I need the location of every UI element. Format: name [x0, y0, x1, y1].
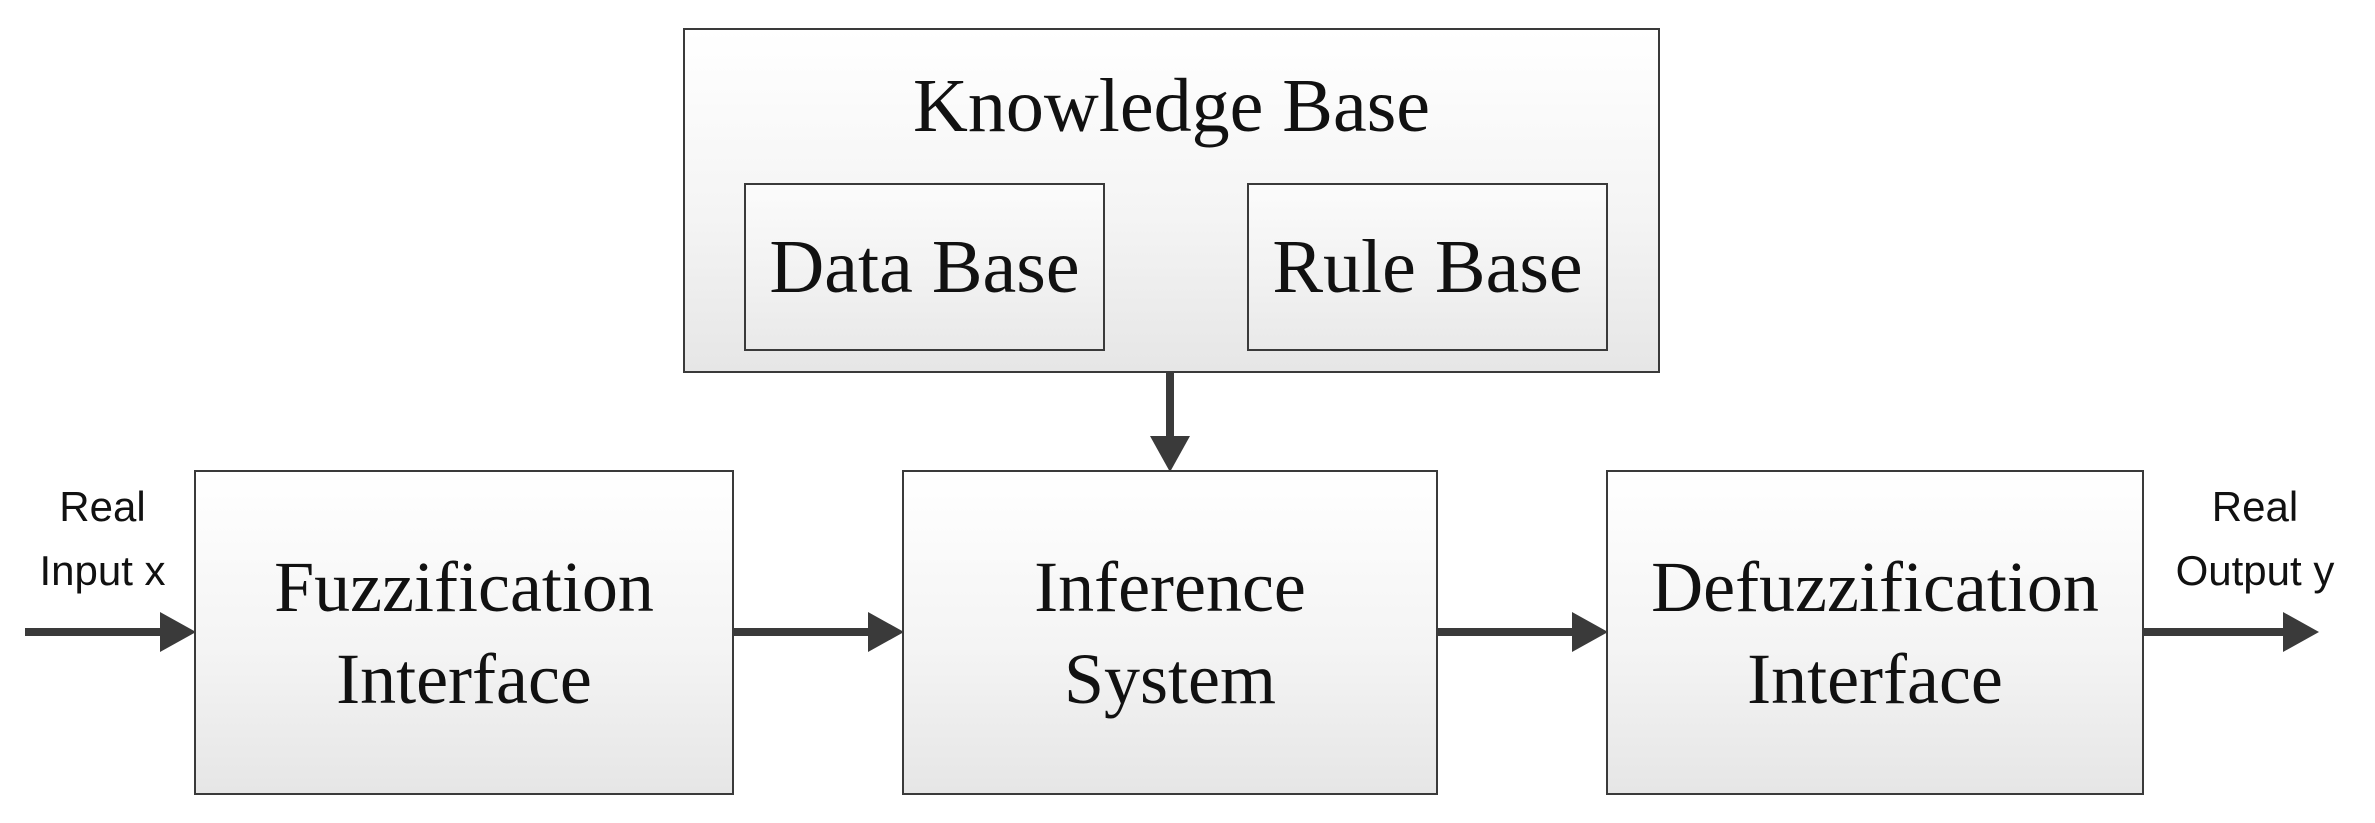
- fuzzification-line2: Interface: [336, 638, 592, 719]
- inference-system-block: Inference System: [902, 470, 1438, 795]
- inference-line2: System: [1063, 638, 1277, 719]
- knowledge-base-title: Knowledge Base: [912, 64, 1431, 148]
- fuzzification-line1: Fuzzification: [274, 546, 654, 627]
- knowledge-base-block: Knowledge Base Data Base Rule Base: [683, 28, 1660, 373]
- inference-to-defuzz-arrow-head: [1572, 612, 1608, 652]
- real-output-line1: Real: [2211, 483, 2299, 530]
- rule-base-block: Rule Base: [1247, 183, 1608, 351]
- output-arrow-head: [2283, 612, 2319, 652]
- inference-line1: Inference: [1034, 546, 1306, 627]
- real-output-line2: Output y: [2175, 547, 2335, 594]
- real-input-line2: Input x: [39, 547, 166, 594]
- real-output-label: Real Output y: [2140, 475, 2370, 603]
- fuzz-to-inference-arrow-head: [868, 612, 904, 652]
- real-input-label: Real Input x: [10, 475, 195, 603]
- fuzzification-interface-block: Fuzzification Interface: [194, 470, 734, 795]
- real-input-line1: Real: [59, 483, 146, 530]
- input-arrow-head: [160, 612, 196, 652]
- defuzzification-line1: Defuzzification: [1651, 546, 2099, 627]
- defuzzification-interface-block: Defuzzification Interface: [1606, 470, 2144, 795]
- data-base-block: Data Base: [744, 183, 1105, 351]
- defuzzification-line2: Interface: [1747, 638, 2003, 719]
- kb-to-inference-arrow-head: [1150, 436, 1190, 472]
